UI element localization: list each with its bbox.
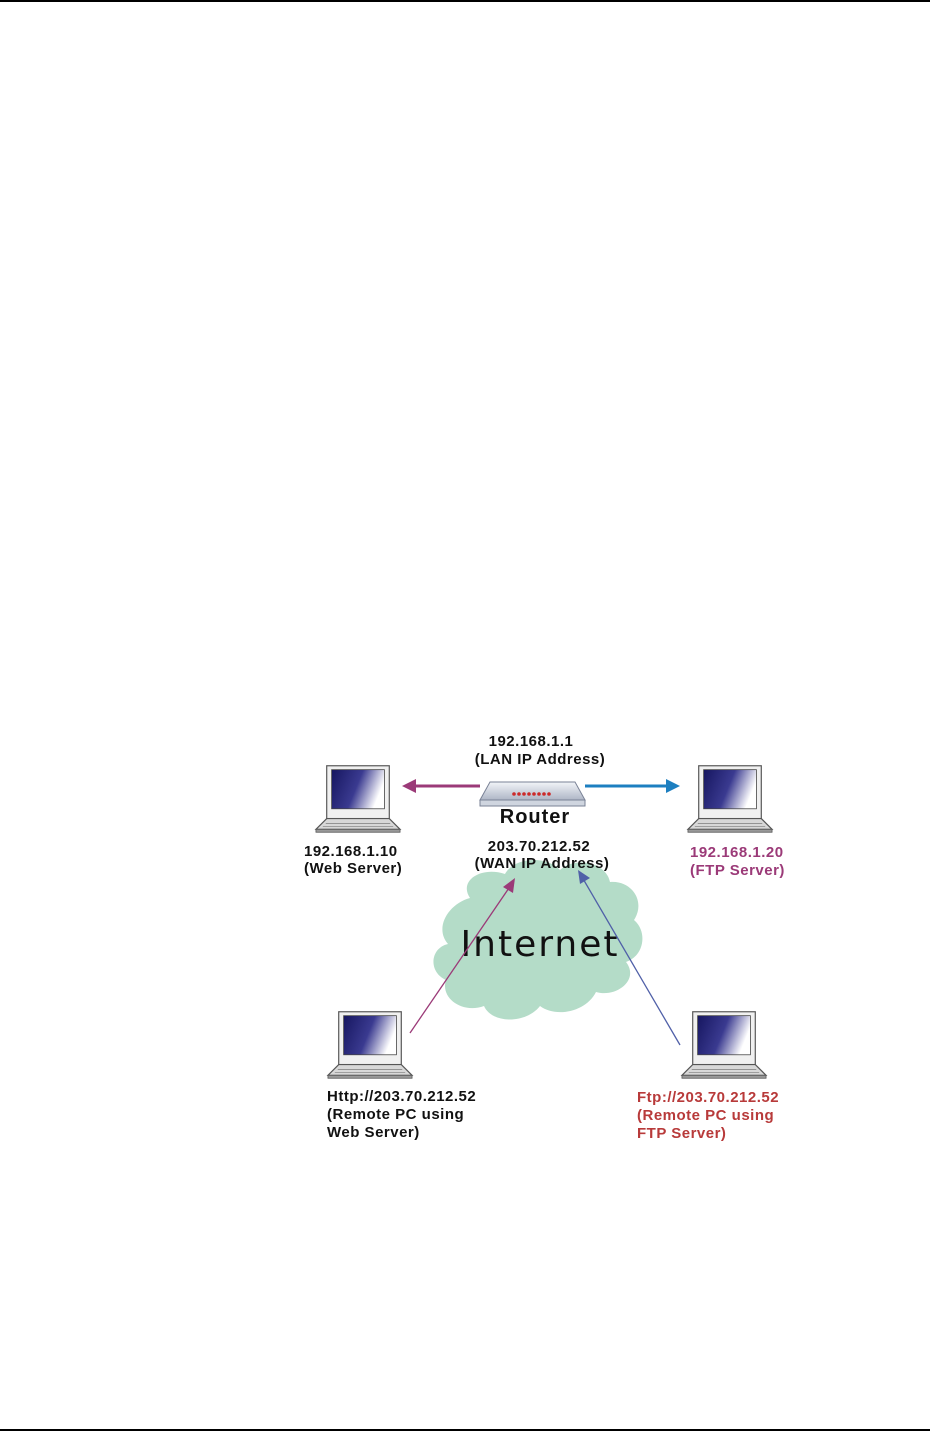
- internet-label: Internet: [461, 924, 620, 965]
- router-lan-caption: (LAN IP Address): [475, 751, 606, 768]
- router-name: Router: [500, 806, 570, 828]
- web-server-ip: 192.168.1.10: [304, 843, 398, 860]
- web-server-laptop-icon: [315, 765, 401, 833]
- remote-web-desc-1: (Remote PC using: [327, 1106, 464, 1123]
- router-wan-ip: 203.70.212.52: [488, 838, 590, 855]
- ftp-server-role: (FTP Server): [690, 862, 785, 879]
- remote-web-url: Http://203.70.212.52: [327, 1088, 476, 1105]
- remote-web-laptop-icon: [327, 1011, 413, 1079]
- arrow-remote-ftp-to-router: [578, 870, 681, 1046]
- web-server-role: (Web Server): [304, 860, 402, 877]
- internet-cloud: Internet: [433, 859, 643, 1020]
- remote-web-desc-2: Web Server): [327, 1124, 420, 1141]
- bottom-rule: [0, 1429, 930, 1431]
- router-device: [479, 781, 586, 807]
- arrow-remote-web-to-router: [409, 878, 515, 1034]
- remote-ftp-url: Ftp://203.70.212.52: [637, 1089, 779, 1106]
- ftp-server-ip: 192.168.1.20: [690, 844, 784, 861]
- arrow-to-ftp-server: [585, 779, 680, 793]
- ftp-server-laptop-icon: [687, 765, 773, 833]
- router-lan-ip: 192.168.1.1: [489, 733, 574, 750]
- remote-ftp-laptop-icon: [681, 1011, 767, 1079]
- remote-ftp-desc-1: (Remote PC using: [637, 1107, 774, 1124]
- arrow-to-web-server: [402, 779, 480, 793]
- router-wan-caption: (WAN IP Address): [475, 855, 610, 872]
- top-rule: [0, 0, 930, 2]
- router-led-icons: [512, 792, 551, 796]
- remote-ftp-desc-2: FTP Server): [637, 1125, 726, 1142]
